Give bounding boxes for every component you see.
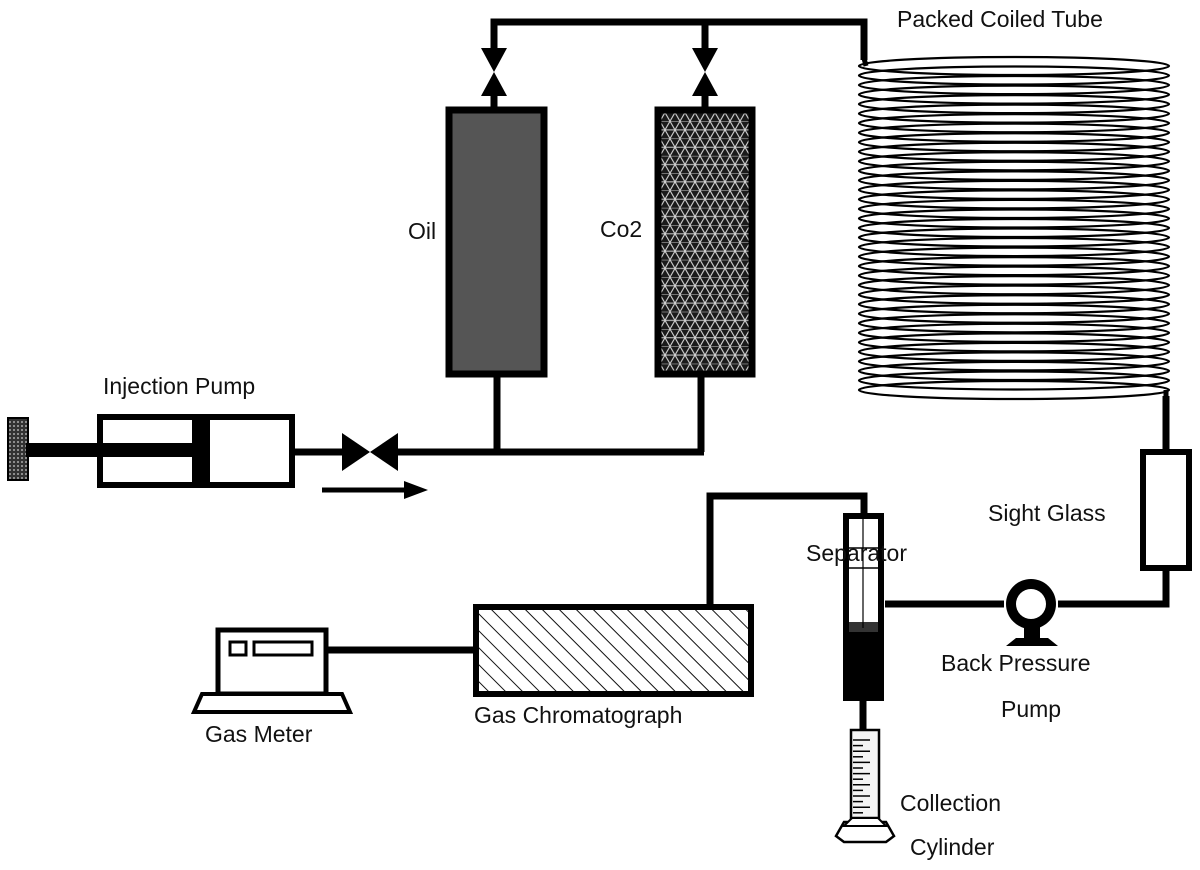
label-back-pressure-pump-line1: Back Pressure <box>941 650 1091 676</box>
separator <box>843 513 884 701</box>
label-oil: Oil <box>408 218 437 244</box>
pump-handle[interactable] <box>7 417 29 481</box>
sight-glass <box>1140 449 1192 571</box>
label-packed-coiled-tube: Packed Coiled Tube <box>897 6 1103 32</box>
coil-turn <box>857 370 1171 391</box>
label-separator: Separator <box>806 540 908 566</box>
piping <box>292 18 1170 730</box>
gas-meter <box>190 627 354 714</box>
coil-inlet <box>861 57 869 67</box>
pump-piston <box>192 417 210 485</box>
sight-glass-outlet-pipe <box>1058 568 1170 608</box>
coil-turn <box>857 379 1171 401</box>
label-co2: Co2 <box>600 216 643 242</box>
valve-injection-line[interactable] <box>342 433 398 471</box>
co2-vessel <box>654 106 756 378</box>
label-collection-cylinder-line1: Collection <box>900 790 1001 816</box>
valve-oil-top[interactable] <box>481 48 507 96</box>
separator-to-gc-pipe <box>706 492 868 607</box>
label-collection-cylinder-line2: Cylinder <box>910 834 995 860</box>
injection-pump <box>7 414 295 488</box>
oil-vessel <box>445 106 548 378</box>
flow-direction-arrow <box>322 481 428 499</box>
label-gas-meter: Gas Meter <box>205 721 313 747</box>
back-pressure-pump[interactable] <box>1006 579 1058 646</box>
gas-chromatograph <box>473 604 754 697</box>
label-back-pressure-pump-line2: Pump <box>1001 696 1062 722</box>
packed-coiled-tube <box>857 55 1171 401</box>
gas-meter-display-2 <box>252 640 314 657</box>
label-sight-glass: Sight Glass <box>988 500 1106 526</box>
label-injection-pump: Injection Pump <box>103 373 256 399</box>
label-gas-chromatograph: Gas Chromatograph <box>474 702 683 728</box>
collection-cylinder <box>834 728 896 844</box>
top-header-pipe <box>490 18 868 60</box>
gas-meter-display-1 <box>228 640 248 657</box>
valve-co2-top[interactable] <box>692 48 718 96</box>
